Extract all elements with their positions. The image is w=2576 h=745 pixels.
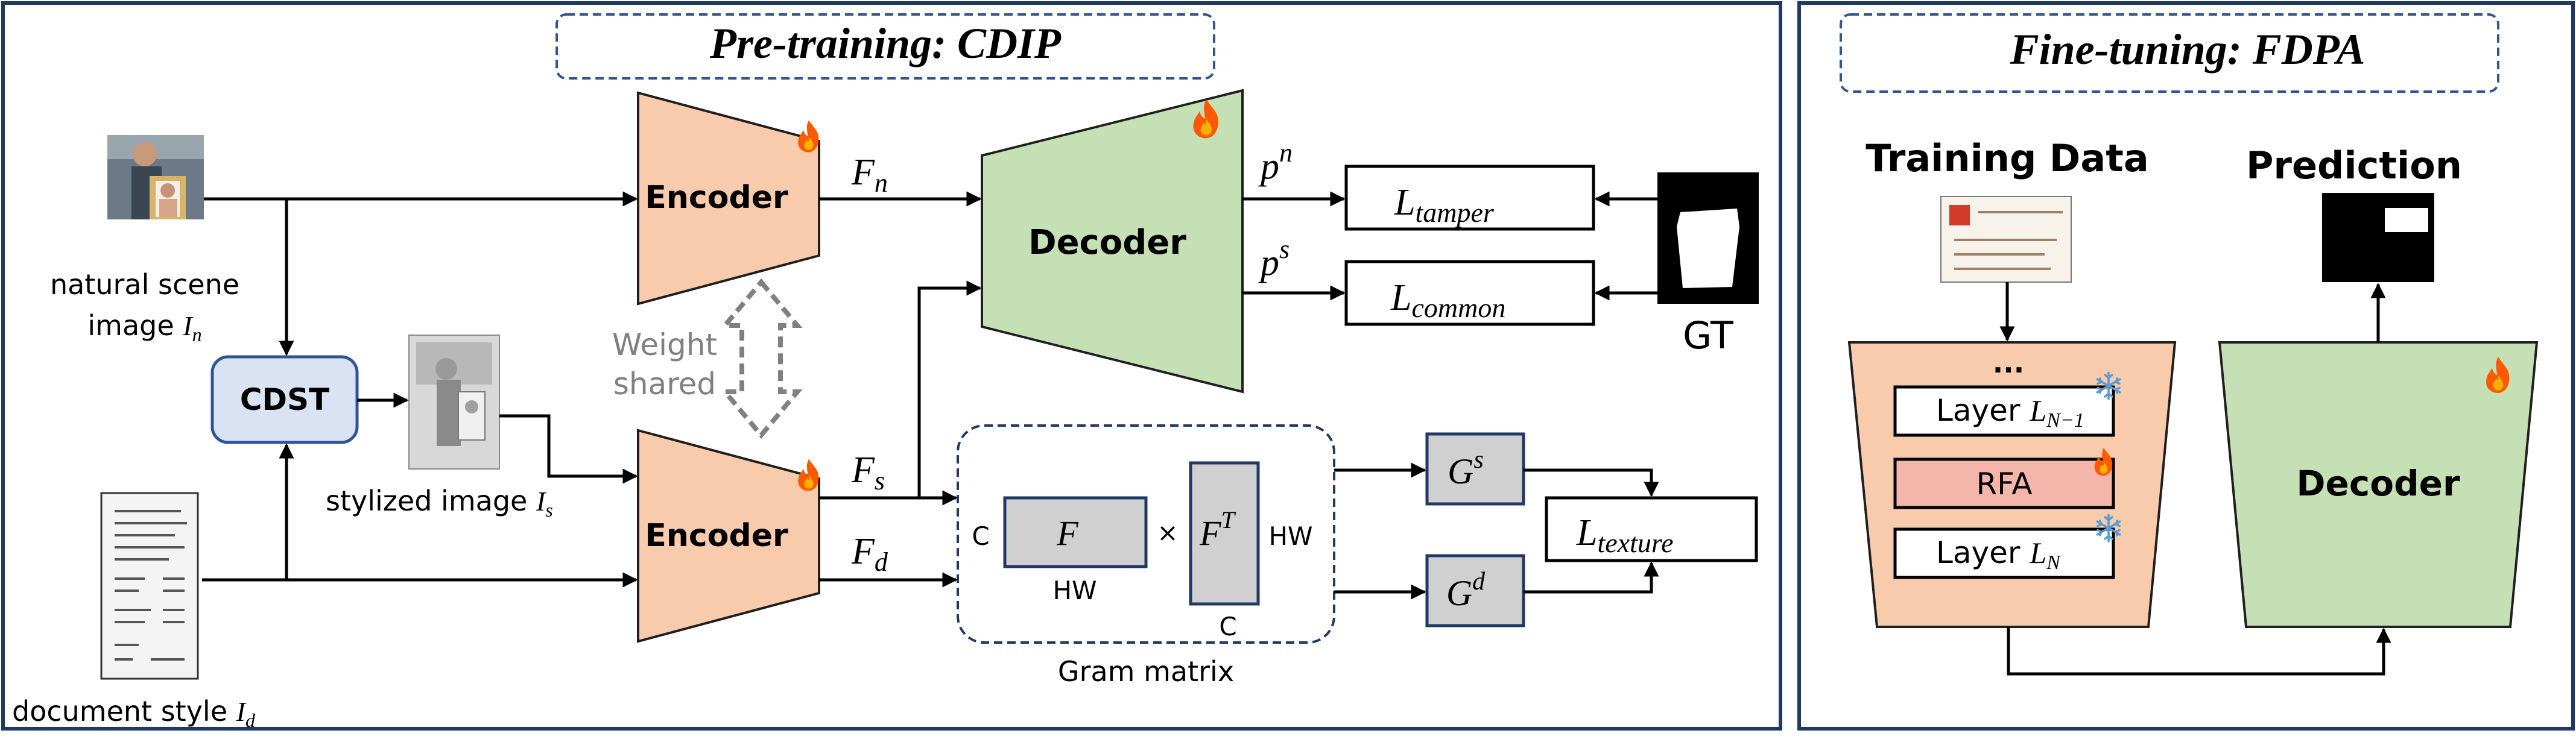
pretrain-title-box: Pre-training: CDIP	[555, 13, 1215, 80]
cdst-label: CDST	[240, 382, 329, 417]
gram-hw-below: HW	[1052, 576, 1097, 605]
gt-label: GT	[1683, 313, 1734, 357]
finetune-panel: Fine-tuning: FDPA Training Data Predicti…	[1797, 1, 2575, 731]
prediction-ps: ps	[1258, 234, 1290, 283]
layer-n-minus-1: Layer LN−1	[1936, 393, 2084, 432]
encoder-bottom: Encoder	[637, 429, 820, 643]
gram-output-s-label: Gs	[1448, 446, 1484, 491]
finetune-title: Fine-tuning: FDPA	[2010, 25, 2366, 74]
gram-matrix-box: C F HW × FT HW C	[957, 424, 1335, 644]
loss-tamper-box: Ltamper	[1344, 165, 1595, 231]
gram-output-d-label: Gd	[1446, 568, 1486, 613]
natural-scene-image	[107, 135, 204, 219]
document-style-image	[100, 492, 199, 680]
gram-ft: FT	[1199, 506, 1236, 553]
gram-output-s: Gs	[1425, 432, 1525, 506]
loss-texture-box: Ltexture	[1545, 496, 1758, 562]
finetune-backbone: ... Layer LN−1 RFA Layer LN	[1847, 341, 2177, 628]
natural-scene-label: natural scene	[50, 268, 239, 301]
stylized-image	[408, 335, 500, 470]
decoder-finetune-label: Decoder	[2296, 463, 2460, 504]
decoder-pretrain: Decoder	[981, 89, 1244, 394]
loss-texture: Ltexture	[1576, 512, 1674, 558]
gram-matrix-caption: Gram matrix	[1058, 655, 1234, 688]
weight-shared-arrow: Weight shared	[612, 278, 803, 439]
finetune-connectors	[1999, 282, 2391, 676]
loss-tamper: Ltamper	[1394, 182, 1495, 228]
pretrain-connectors	[202, 191, 1659, 600]
feature-fd: Fd	[851, 531, 888, 577]
training-data-image	[1940, 196, 2072, 283]
encoder-top: Encoder	[637, 91, 820, 306]
layer-n: Layer LN	[1936, 535, 2062, 574]
pretrain-panel: Pre-training: CDIP natural scene image I…	[1, 1, 1782, 731]
prediction-pn: pn	[1258, 138, 1293, 187]
rfa-label: RFA	[1976, 467, 2032, 501]
gt-image	[1657, 172, 1759, 304]
prediction-image	[2322, 193, 2434, 282]
training-data-label: Training Data	[1866, 136, 2148, 180]
gram-c-left: C	[972, 521, 989, 551]
gram-times: ×	[1157, 518, 1178, 547]
encoder-top-label: Encoder	[645, 180, 788, 216]
feature-fn: Fn	[851, 152, 888, 198]
document-style-label: document style Id	[12, 695, 256, 731]
weight-shared-label-1: Weight	[612, 327, 717, 362]
feature-fs: Fs	[851, 450, 885, 495]
pretrain-title: Pre-training: CDIP	[709, 19, 1062, 68]
backbone-ellipsis: ...	[1993, 347, 2024, 379]
prediction-label: Prediction	[2246, 143, 2462, 187]
decoder-finetune: Decoder	[2218, 341, 2539, 628]
encoder-bottom-label: Encoder	[645, 518, 788, 554]
gram-c-below: C	[1219, 612, 1236, 641]
loss-common: Lcommon	[1390, 277, 1505, 323]
gram-output-d: Gd	[1425, 554, 1525, 627]
cdst-block: CDST	[210, 355, 359, 444]
finetune-title-box: Fine-tuning: FDPA	[1840, 13, 2499, 93]
loss-common-box: Lcommon	[1344, 260, 1595, 326]
natural-scene-var: image In	[87, 309, 201, 345]
stylized-image-label: stylized image Is	[326, 485, 553, 521]
decoder-pretrain-label: Decoder	[1028, 223, 1186, 262]
weight-shared-label-2: shared	[613, 366, 716, 401]
gram-hw-right: HW	[1268, 521, 1312, 551]
gram-f: F	[1056, 514, 1078, 553]
